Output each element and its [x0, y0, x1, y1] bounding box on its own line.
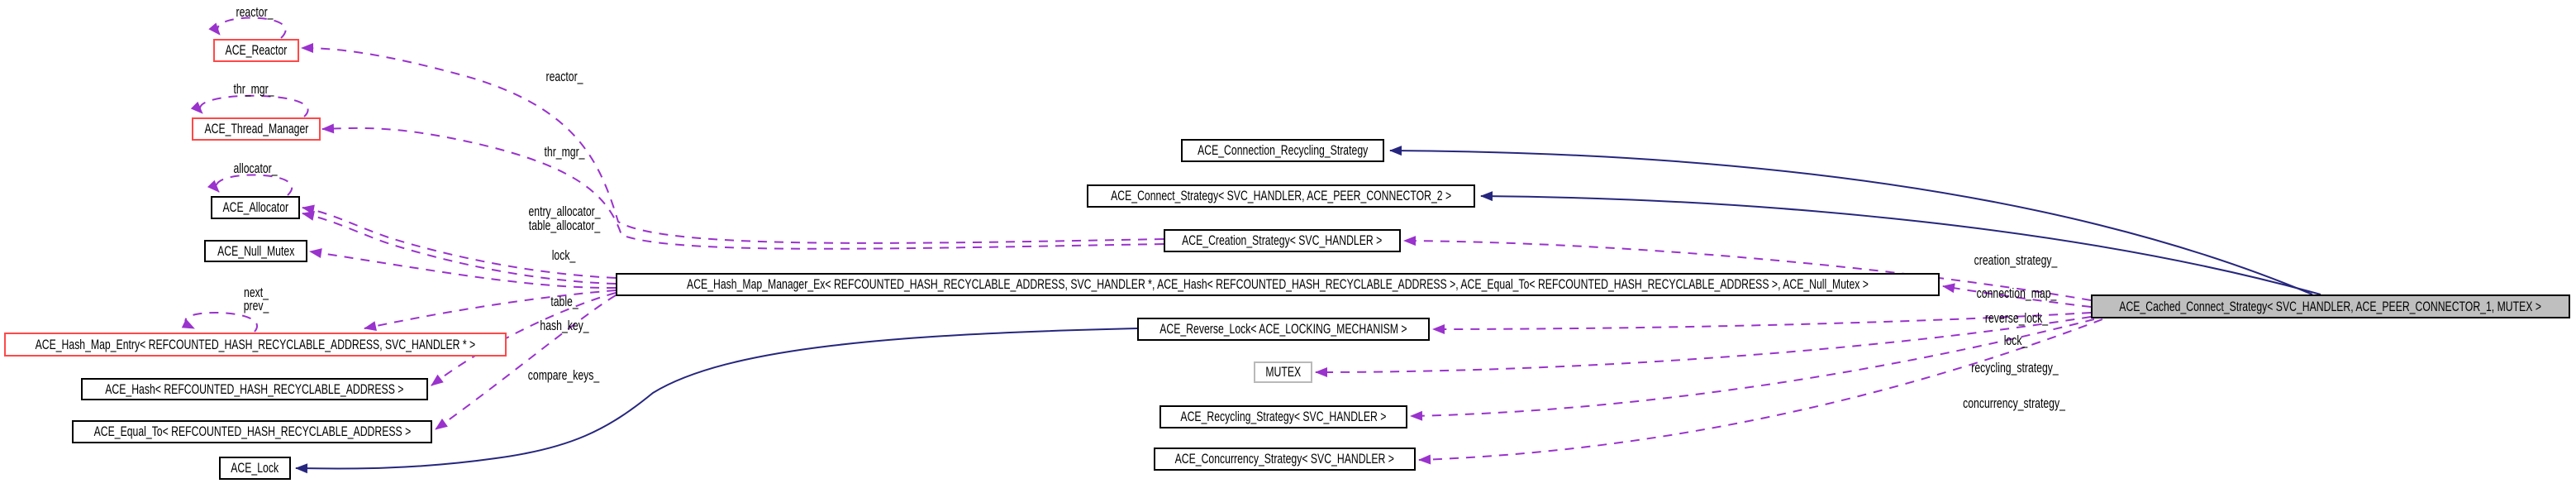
edge-label-reactor: reactor_: [545, 69, 583, 84]
node-ace-lock[interactable]: ACE_Lock: [219, 457, 291, 480]
edge-label-entry-allocator: entry_allocator_: [528, 203, 601, 219]
edge-label-reactor-self: reactor_: [236, 4, 274, 20]
edge-inheritance-connect-strategy: [1480, 191, 2321, 295]
edge-label-table: table_: [550, 294, 579, 309]
edge-usage-table-allocator: [302, 211, 617, 285]
edge-label-concurrency-strategy: concurrency_strategy_: [1963, 395, 2065, 411]
edge-inheritance-reverse-lock-ace-lock: [295, 328, 1138, 474]
edge-usage-reactor: [301, 43, 1164, 244]
edge-label-creation-strategy: creation_strategy_: [1974, 252, 2058, 268]
edge-usage-connection-map: [1942, 283, 2092, 308]
node-label: ACE_Cached_Connect_Strategy< SVC_HANDLER…: [2119, 298, 2542, 314]
node-label: ACE_Reverse_Lock< ACE_LOCKING_MECHANISM …: [1159, 321, 1407, 337]
node-ace-creation-strategy[interactable]: ACE_Creation_Strategy< SVC_HANDLER >: [1164, 229, 1401, 252]
edge-label-reverse-lock: reverse_lock_: [1984, 310, 2049, 326]
node-ace-thread-manager[interactable]: ACE_Thread_Manager: [192, 117, 321, 141]
node-ace-equal-to[interactable]: ACE_Equal_To< REFCOUNTED_HASH_RECYCLABLE…: [72, 420, 432, 443]
edge-label-next: next_: [244, 285, 269, 300]
node-ace-null-mutex[interactable]: ACE_Null_Mutex: [204, 240, 307, 262]
node-label: ACE_Recycling_Strategy< SVC_HANDLER >: [1180, 409, 1387, 424]
edge-label-prev: prev_: [243, 298, 269, 314]
node-ace-connection-recycling-strategy[interactable]: ACE_Connection_Recycling_Strategy: [1181, 139, 1384, 162]
edge-inheritance-connection-recycling: [1389, 146, 2313, 295]
node-label: ACE_Creation_Strategy< SVC_HANDLER >: [1182, 232, 1383, 248]
edge-label-lock-null-mutex: lock_: [551, 247, 576, 263]
edge-label-allocator-self: allocator_: [233, 160, 278, 176]
edge-usage-reverse-lock: [1432, 312, 2092, 334]
edge-usage-creation-strategy: [1403, 236, 2092, 301]
edge-usage-concurrency-strategy: [1418, 318, 2103, 465]
node-mutex[interactable]: MUTEX: [1254, 361, 1312, 383]
node-ace-allocator[interactable]: ACE_Allocator: [211, 196, 300, 219]
edge-usage-lock-null-mutex: [309, 248, 617, 290]
edge-usage-entry-allocator: [302, 204, 617, 279]
edge-self-thr-mgr: [190, 94, 309, 117]
edge-self-next-prev: [181, 312, 258, 333]
edge-label-hash-key: hash_key_: [540, 318, 589, 333]
edge-label-thr-mgr-self: thr_mgr_: [233, 81, 274, 97]
edge-label-compare-keys: compare_keys_: [527, 367, 600, 383]
edge-label-thr-mgr: thr_mgr_: [544, 144, 585, 160]
node-ace-reactor[interactable]: ACE_Reactor: [213, 39, 299, 62]
edge-usage-thr-mgr: [321, 123, 1164, 250]
node-label: ACE_Lock: [231, 460, 279, 476]
node-ace-hash-map-entry[interactable]: ACE_Hash_Map_Entry< REFCOUNTED_HASH_RECY…: [4, 333, 507, 357]
edge-label-table-allocator: table_allocator_: [528, 218, 601, 233]
edge-label-connection-map: connection_map_: [1976, 285, 2057, 301]
node-label: ACE_Reactor: [225, 42, 288, 58]
edge-usage-mutex-lock: [1315, 316, 2092, 377]
node-ace-connect-strategy[interactable]: ACE_Connect_Strategy< SVC_HANDLER, ACE_P…: [1087, 184, 1475, 208]
node-label: ACE_Connection_Recycling_Strategy: [1197, 142, 1369, 158]
edge-usage-compare-keys: [435, 294, 617, 430]
node-label: ACE_Equal_To< REFCOUNTED_HASH_RECYCLABLE…: [93, 424, 411, 439]
edge-self-allocator: [207, 174, 293, 196]
node-ace-hash[interactable]: ACE_Hash< REFCOUNTED_HASH_RECYCLABLE_ADD…: [81, 378, 428, 400]
node-ace-hash-map-manager-ex[interactable]: ACE_Hash_Map_Manager_Ex< REFCOUNTED_HASH…: [616, 273, 1940, 296]
node-label: ACE_Hash_Map_Entry< REFCOUNTED_HASH_RECY…: [35, 336, 476, 352]
edge-self-reactor: [208, 17, 287, 39]
node-label: ACE_Hash< REFCOUNTED_HASH_RECYCLABLE_ADD…: [105, 381, 404, 397]
node-label: ACE_Thread_Manager: [204, 121, 308, 136]
edge-label-recycling-strategy: recycling_strategy_: [1971, 360, 2059, 376]
node-ace-reverse-lock[interactable]: ACE_Reverse_Lock< ACE_LOCKING_MECHANISM …: [1137, 318, 1430, 341]
node-label: ACE_Null_Mutex: [217, 242, 295, 259]
edge-usage-hash-key: [431, 292, 617, 386]
node-label: ACE_Connect_Strategy< SVC_HANDLER, ACE_P…: [1110, 188, 1452, 203]
edge-usage-recycling-strategy: [1410, 318, 2095, 421]
node-label: MUTEX: [1265, 364, 1301, 380]
node-label: ACE_Allocator: [222, 199, 288, 215]
edge-usage-table: [364, 290, 617, 331]
node-label: ACE_Concurrency_Strategy< SVC_HANDLER >: [1174, 451, 1395, 467]
node-ace-recycling-strategy[interactable]: ACE_Recycling_Strategy< SVC_HANDLER >: [1159, 405, 1407, 428]
edge-label-lock: lock_: [2003, 333, 2028, 348]
node-ace-concurrency-strategy[interactable]: ACE_Concurrency_Strategy< SVC_HANDLER >: [1154, 448, 1416, 471]
node-label: ACE_Hash_Map_Manager_Ex< REFCOUNTED_HASH…: [687, 276, 1869, 292]
node-ace-cached-connect-strategy[interactable]: ACE_Cached_Connect_Strategy< SVC_HANDLER…: [2091, 294, 2570, 318]
